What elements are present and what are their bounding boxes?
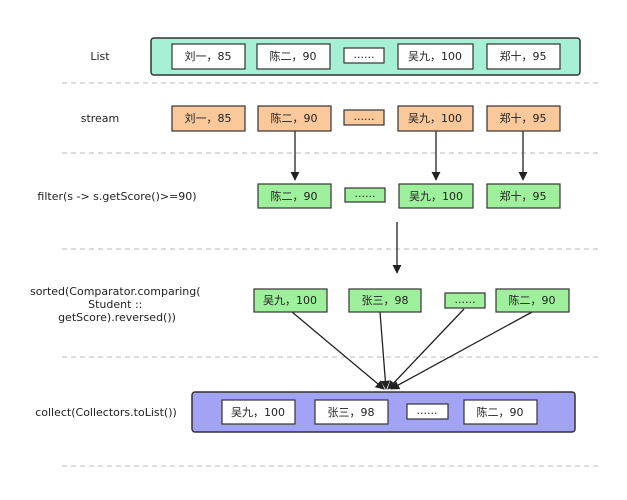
sorted-item-box	[253, 288, 328, 313]
sorted-item-text: 吴九，100	[263, 294, 317, 307]
filter-item-box	[398, 183, 474, 209]
sorted-item-box	[495, 288, 570, 313]
stage-separators	[62, 82, 602, 467]
sorted-ellipsis-box	[444, 292, 486, 309]
sorted-item-text: 张三，98	[362, 294, 409, 307]
list-items: 刘一，85 陈二，90 ...... 吴九，100 郑十，95	[171, 43, 561, 70]
filter-label: filter(s -> s.getScore()>=90)	[37, 190, 196, 203]
filter-ellipsis-text: ......	[355, 187, 376, 200]
collect-item-box	[463, 399, 538, 425]
arrow-sorted-to-collect-1	[291, 311, 385, 390]
stream-item-text: 刘一，85	[185, 112, 232, 125]
list-item-box	[397, 43, 474, 70]
collect-label: collect(Collectors.toList())	[35, 406, 177, 419]
filter-item-box	[486, 183, 561, 209]
stream-ellipsis-text: ......	[354, 110, 375, 123]
stream-ellipsis-box	[343, 109, 385, 126]
stream-item-box	[171, 105, 246, 132]
arrow-sorted-to-collect-2	[379, 311, 390, 390]
list-item-box	[486, 43, 561, 70]
collect-ellipsis-box	[406, 403, 449, 420]
collect-ellipsis-text: ......	[417, 404, 438, 417]
arrow-sorted-to-collect-3	[387, 308, 465, 390]
filter-item-text: 郑十，95	[500, 189, 547, 203]
list-ellipsis-box	[343, 47, 385, 64]
collect-item-text: 吴九，100	[231, 406, 285, 419]
filter-ellipsis-box	[344, 187, 386, 203]
list-ellipsis-text: ......	[354, 48, 375, 61]
stream-item-text: 郑十，95	[500, 111, 547, 125]
list-item-box	[171, 43, 246, 70]
stream-items: 刘一，85 陈二，90 ...... 吴九，100 郑十，95	[171, 105, 561, 132]
list-item-text: 吴九，100	[408, 50, 462, 63]
arrow-sorted-to-collect-4	[390, 311, 533, 390]
collect-item-box	[314, 399, 389, 425]
collect-items: 吴九，100 张三，98 ...... 陈二，90	[221, 399, 538, 425]
list-item-box	[256, 43, 331, 70]
collect-item-box	[221, 399, 296, 425]
sorted-items: 吴九，100 张三，98 ...... 陈二，90	[253, 288, 570, 313]
collect-item-text: 陈二，90	[477, 405, 524, 419]
sorted-item-box	[348, 288, 422, 313]
stream-item-box	[397, 105, 474, 132]
list-item-text: 郑十，95	[500, 49, 547, 63]
filter-item-box	[257, 183, 332, 209]
list-label: List	[90, 50, 110, 63]
collect-item-text: 张三，98	[328, 406, 375, 419]
flow-arrows	[290, 131, 533, 390]
filter-items: 陈二，90 ...... 吴九，100 郑十，95	[257, 183, 561, 209]
sorted-label: sorted(Comparator.comparing( Student :: …	[30, 285, 204, 324]
stream-item-text: 陈二，90	[271, 111, 318, 125]
sorted-ellipsis-text: ......	[455, 293, 476, 306]
filter-item-text: 吴九，100	[409, 190, 463, 203]
filter-item-text: 陈二，90	[271, 189, 318, 203]
stream-item-box	[486, 105, 561, 132]
list-item-text: 陈二，90	[270, 49, 317, 63]
stream-label: stream	[81, 112, 120, 125]
stream-item-box	[257, 105, 332, 132]
stream-item-text: 吴九，100	[408, 112, 462, 125]
sorted-item-text: 陈二，90	[509, 293, 556, 307]
list-item-text: 刘一，85	[185, 50, 232, 63]
